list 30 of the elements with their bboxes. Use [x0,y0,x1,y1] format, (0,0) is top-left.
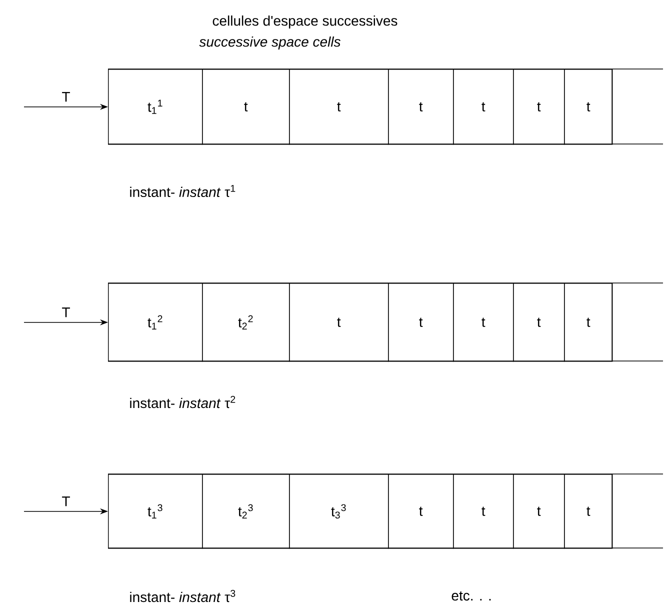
space-cell: t [513,283,565,362]
space-cell: t [564,283,613,362]
space-cell: t$_{1}$1 [108,69,203,145]
space-cell: t [388,69,454,145]
space-cell: t [513,69,565,145]
space-cell: t [453,474,514,549]
space-cell: t [202,69,290,145]
caption-text: instant- instant τ$^{3}$ [130,590,236,602]
space-cell: t$_{2}$2 [202,283,290,362]
caption-text: cellules d'espace successives [212,15,398,29]
caption-text: successive space cells [199,36,340,50]
space-cell: t [388,474,454,549]
space-cell: t$_{1}$3 [108,474,203,549]
space-cell: t [564,474,613,549]
space-cell: t [453,69,514,145]
caption-text: instant- instant τ$^{2}$ [130,396,236,408]
space-cell: t [388,283,454,362]
space-cell: t [289,69,389,145]
space-cell: t [453,283,514,362]
space-cell: t$_{2}$3 [202,474,290,549]
caption-text: instant- instant τ$^{1}$ [130,184,236,198]
caption-text: etc. . . [452,591,491,601]
space-cell: t$_{3}$3 [289,474,389,549]
edge-label: T [62,308,70,318]
space-cell: t [564,69,613,145]
edge-label: T [62,92,70,102]
space-cell: t [289,283,389,362]
space-cell: t [513,474,565,549]
edge-label: T [62,496,70,506]
space-cell: t$_{1}$2 [108,283,203,362]
